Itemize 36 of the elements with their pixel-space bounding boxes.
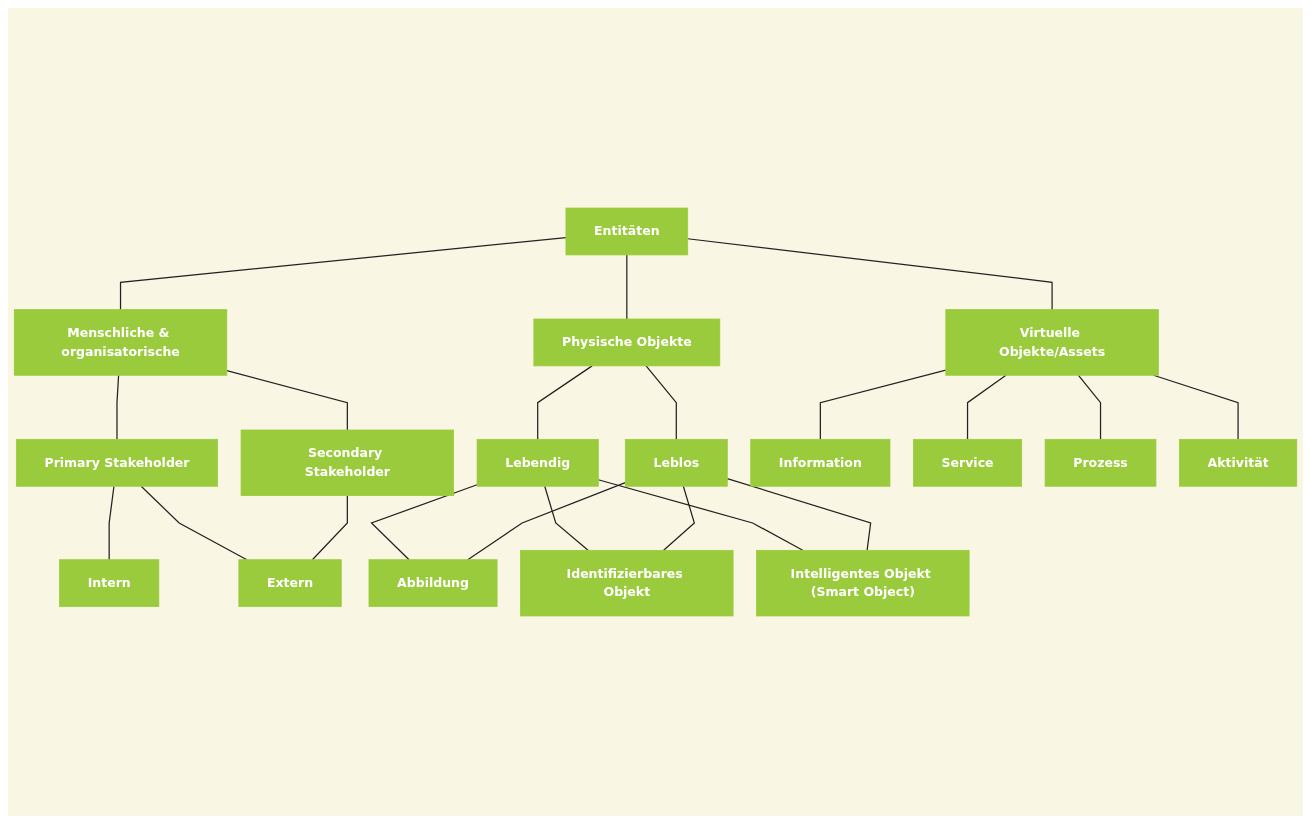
node-box: Lebendig bbox=[476, 438, 599, 487]
connector bbox=[663, 485, 696, 551]
node-box: Identifizierbares Objekt bbox=[520, 549, 734, 617]
connector bbox=[140, 485, 248, 561]
connector bbox=[544, 485, 589, 551]
node-box: Menschliche & organisatorische bbox=[13, 309, 228, 376]
node-box: Extern bbox=[238, 559, 342, 607]
node-box: Secondary Stakeholder bbox=[240, 429, 454, 496]
node-box: Leblos bbox=[624, 438, 728, 487]
connector bbox=[597, 479, 804, 551]
node-box: Service bbox=[913, 438, 1023, 487]
node-box: Primary Stakeholder bbox=[15, 438, 218, 487]
connector bbox=[687, 238, 1053, 311]
connector bbox=[645, 365, 677, 440]
node-box: Intern bbox=[59, 559, 160, 607]
node-box: Abbildung bbox=[368, 559, 498, 607]
connector bbox=[370, 484, 478, 561]
connector bbox=[311, 495, 348, 561]
node-box: Virtuelle Objekte/Assets bbox=[945, 309, 1159, 376]
node-box: Aktivität bbox=[1179, 438, 1298, 487]
node-box: Physische Objekte bbox=[533, 318, 721, 367]
connector bbox=[116, 374, 120, 440]
node-box: Entitäten bbox=[565, 207, 689, 256]
connector bbox=[467, 482, 626, 561]
node-box: Intelligentes Objekt (Smart Object) bbox=[756, 549, 970, 617]
connector bbox=[966, 374, 1007, 440]
connector bbox=[108, 485, 115, 561]
node-box: Information bbox=[750, 438, 891, 487]
connector bbox=[119, 236, 567, 311]
connector bbox=[226, 370, 348, 431]
connector bbox=[819, 369, 947, 440]
connector bbox=[626, 254, 628, 320]
connector bbox=[537, 365, 593, 440]
connector bbox=[1077, 374, 1102, 440]
node-box: Prozess bbox=[1044, 438, 1157, 487]
connector bbox=[726, 477, 872, 551]
